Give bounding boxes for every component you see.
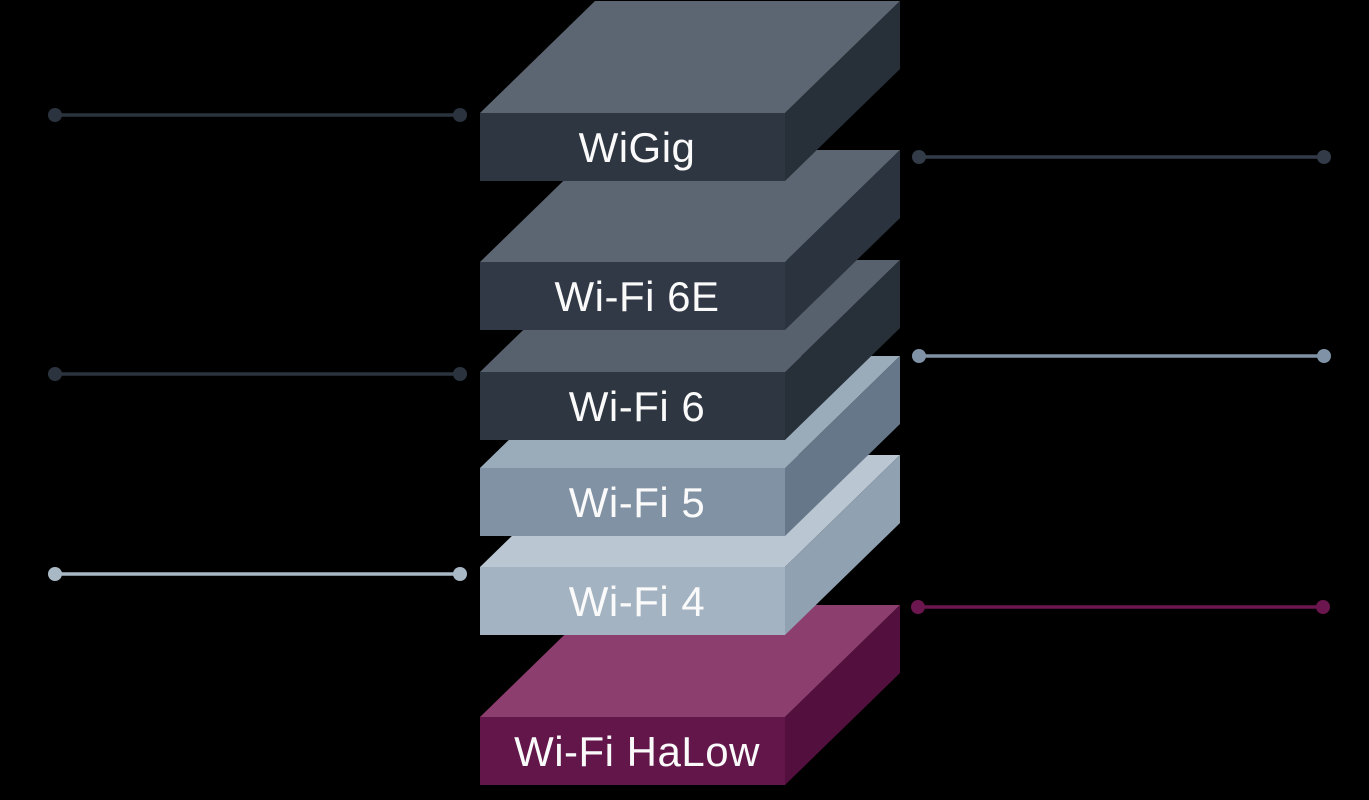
wifi-5-side-face: [785, 356, 900, 536]
wifi-4-front-face: [480, 567, 785, 635]
callout-dot: [911, 600, 925, 614]
callout-dot: [453, 567, 467, 581]
callout-dot: [48, 367, 62, 381]
wifi-5-label: Wi-Fi 5: [569, 479, 705, 526]
callout-dot: [453, 108, 467, 122]
callout-right-wifi-6e: [912, 150, 1331, 164]
callout-dot: [48, 567, 62, 581]
wigig-side-face: [785, 1, 900, 181]
wifi-6-side-face: [785, 260, 900, 440]
wifi-6e-side-face: [785, 150, 900, 330]
wifi-4-side-face: [785, 455, 900, 635]
wifi-4-label: Wi-Fi 4: [569, 578, 705, 625]
wifi-6e-front-face: [480, 262, 785, 330]
wifi-6-label: Wi-Fi 6: [569, 383, 705, 430]
wifi-halow-side-face: [785, 605, 900, 785]
callout-dot: [912, 150, 926, 164]
wifi-5-front-face: [480, 468, 785, 536]
callout-right-wifi-5: [912, 349, 1331, 363]
callout-right-wifi-halow: [911, 600, 1330, 614]
callout-left-wifi-6: [48, 367, 467, 381]
wifi-halow-front-face: [480, 717, 785, 785]
wifi-halow-label: Wi-Fi HaLow: [514, 728, 760, 775]
wigig-label: WiGig: [579, 124, 696, 171]
callout-dot: [1317, 150, 1331, 164]
wigig-top-face: [480, 1, 900, 113]
wifi-6e-label: Wi-Fi 6E: [555, 273, 720, 320]
wigig-front-face: [480, 113, 785, 181]
callout-dot: [912, 349, 926, 363]
callout-dot: [48, 108, 62, 122]
layer-wigig: WiGig: [480, 1, 900, 181]
callout-dot: [1317, 349, 1331, 363]
callout-left-wifi-4: [48, 567, 467, 581]
callout-dot: [453, 367, 467, 381]
wifi-6-front-face: [480, 372, 785, 440]
callout-dot: [1316, 600, 1330, 614]
callout-left-wigig: [48, 108, 467, 122]
